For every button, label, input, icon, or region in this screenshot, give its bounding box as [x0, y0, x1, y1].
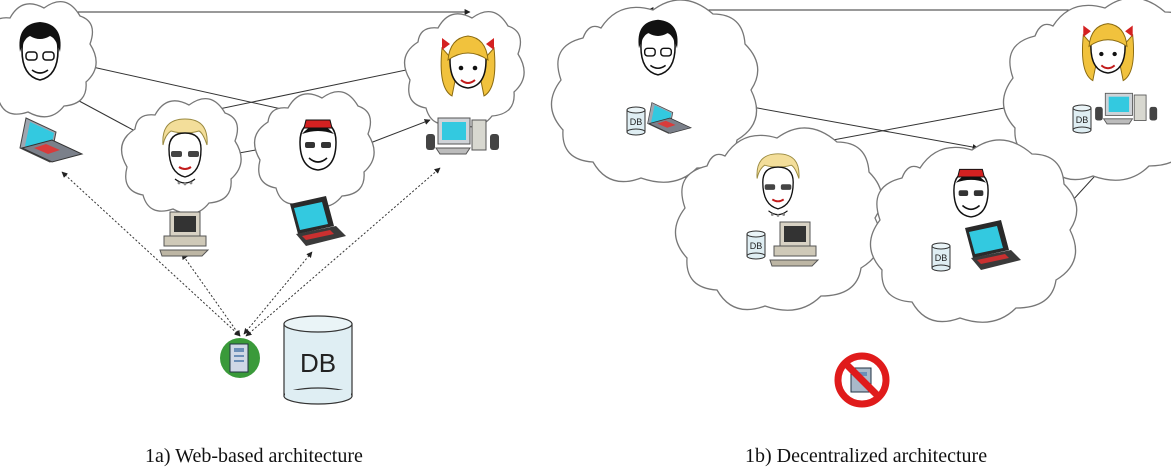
person-icon	[953, 168, 989, 218]
svg-text:DB: DB	[935, 253, 948, 263]
panel-decentralized: DB DB DB DB	[550, 0, 1171, 408]
svg-text:DB: DB	[630, 117, 643, 127]
laptop-icon	[19, 117, 83, 163]
person-node-a1	[0, 0, 97, 118]
person-icon	[299, 119, 337, 171]
database-icon: DB	[1072, 104, 1092, 134]
svg-text:DB: DB	[750, 241, 763, 251]
database-icon: DB	[931, 242, 951, 272]
svg-text:DB: DB	[1076, 115, 1089, 125]
peer-node-b2: DB	[1002, 0, 1171, 181]
laptop-icon	[290, 196, 346, 246]
desktop-computer-icon	[159, 211, 209, 257]
caption-decentralized: 1b) Decentralized architecture	[745, 445, 988, 467]
db-label: DB	[300, 348, 336, 378]
database-icon: DB	[283, 315, 353, 405]
caption-web-based: 1a) Web-based architecture	[145, 445, 363, 467]
person-node-a3	[120, 97, 242, 215]
database-icon: DB	[746, 230, 766, 260]
database-icon: DB	[626, 106, 646, 136]
server-icon	[220, 338, 260, 378]
peer-node-b4: DB	[869, 139, 1078, 323]
peer-node-b1: DB	[550, 0, 759, 183]
peer-node-b3: DB	[674, 127, 883, 311]
person-node-a4	[253, 90, 375, 208]
person-node-a2	[403, 10, 525, 128]
panel-web-based: DB	[0, 0, 525, 405]
no-server-icon	[834, 352, 890, 408]
